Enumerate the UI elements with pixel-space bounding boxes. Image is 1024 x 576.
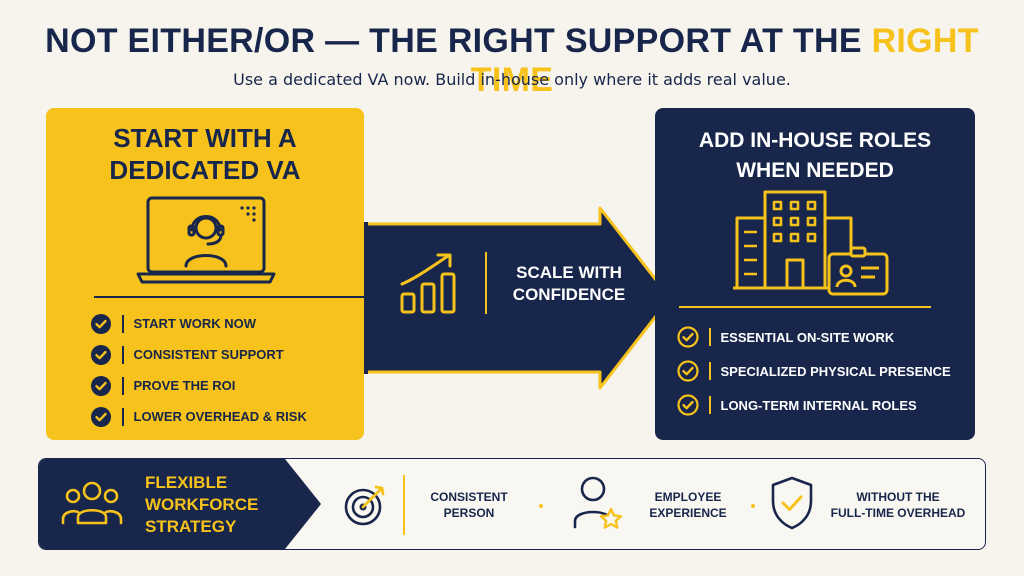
title-main: NOT EITHER/OR — THE RIGHT SUPPORT AT THE (45, 22, 872, 60)
dedicated-va-title-line2: DEDICATED VA (109, 155, 301, 185)
in-house-title-line1: ADD IN-HOUSE ROLES (698, 129, 932, 152)
feature-line2: EXPERIENCE (649, 506, 727, 520)
feature-line1: CONSISTENT (430, 490, 508, 504)
office-building-icon (733, 190, 889, 296)
list-item: ESSENTIAL ON-SITE WORK (677, 320, 951, 354)
separator-dot (539, 504, 543, 508)
check-circle-icon (91, 344, 111, 365)
page-title: NOT EITHER/OR — THE RIGHT SUPPORT AT THE… (0, 22, 1024, 100)
dedicated-va-title: START WITH A DEDICATED VA (46, 122, 364, 186)
page-subtitle: Use a dedicated VA now. Build in-house o… (233, 70, 791, 89)
list-item: SPECIALIZED PHYSICAL PRESENCE (677, 354, 951, 388)
list-item: CONSISTENT SUPPORT (90, 339, 307, 370)
strategy-label-line2: WORKFORCE (145, 495, 259, 514)
reason-label: LONG-TERM INTERNAL ROLES (720, 397, 917, 413)
arrow-divider (485, 252, 487, 314)
strategy-badge (39, 459, 321, 549)
feature-line2: PERSON (443, 506, 495, 520)
reason-label: SPECIALIZED PHYSICAL PRESENCE (720, 363, 951, 379)
user-star-icon (573, 476, 623, 529)
feature-employee-experience: EMPLOYEE EXPERIENCE (633, 489, 743, 521)
check-circle-icon (677, 326, 699, 348)
scale-label-line2: CONFIDENCE (512, 285, 626, 304)
strategy-label-line1: FLEXIBLE (145, 473, 228, 492)
check-circle-icon (91, 313, 111, 334)
check-circle-icon (91, 406, 111, 427)
check-circle-icon (677, 394, 699, 416)
separator-dot (751, 504, 755, 508)
benefit-label: CONSISTENT SUPPORT (133, 347, 284, 362)
scale-arrow (364, 206, 672, 390)
in-house-panel: ADD IN-HOUSE ROLES WHEN NEEDED ESSENTIAL… (655, 108, 975, 440)
dedicated-va-benefits: START WORK NOW CONSISTENT SUPPORT PROVE … (90, 308, 307, 432)
check-circle-icon (677, 360, 699, 382)
feature-divider (403, 475, 405, 535)
feature-line2: FULL-TIME OVERHEAD (830, 506, 966, 520)
target-icon (344, 485, 385, 526)
benefit-label: PROVE THE ROI (133, 378, 236, 393)
list-item: LONG-TERM INTERNAL ROLES (677, 388, 951, 422)
in-house-title-line2: WHEN NEEDED (736, 159, 894, 182)
reason-label: ESSENTIAL ON-SITE WORK (720, 329, 895, 345)
laptop-headset-icon (136, 196, 276, 284)
list-item: LOWER OVERHEAD & RISK (90, 401, 307, 432)
list-item: PROVE THE ROI (90, 370, 307, 401)
title-highlight: RIGHT TIME (470, 22, 979, 99)
in-house-reasons: ESSENTIAL ON-SITE WORK SPECIALIZED PHYSI… (677, 320, 951, 422)
feature-without-overhead: WITHOUT THE FULL-TIME OVERHEAD (823, 489, 973, 521)
scale-label: SCALE WITH CONFIDENCE (504, 262, 634, 306)
right-panel-divider (679, 306, 931, 308)
feature-line1: EMPLOYEE (654, 490, 722, 504)
team-icon (61, 481, 123, 525)
dedicated-va-panel: START WITH A DEDICATED VA START WORK NOW… (46, 108, 382, 440)
shield-check-icon (771, 476, 813, 530)
workforce-strategy-strip: FLEXIBLE WORKFORCE STRATEGY CONSISTENT P… (38, 458, 986, 550)
check-circle-icon (91, 375, 111, 396)
feature-line1: WITHOUT THE (856, 490, 940, 504)
growth-chart-icon (400, 253, 456, 314)
benefit-label: LOWER OVERHEAD & RISK (133, 409, 307, 424)
scale-label-line1: SCALE WITH (516, 263, 622, 282)
strategy-label-line3: STRATEGY (145, 517, 237, 536)
left-panel-divider (94, 296, 382, 298)
feature-consistent-person: CONSISTENT PERSON (419, 489, 519, 521)
list-item: START WORK NOW (90, 308, 307, 339)
dedicated-va-title-line1: START WITH A (113, 123, 297, 153)
benefit-label: START WORK NOW (133, 316, 257, 331)
in-house-title: ADD IN-HOUSE ROLES WHEN NEEDED (655, 126, 975, 186)
strategy-label: FLEXIBLE WORKFORCE STRATEGY (145, 472, 305, 538)
